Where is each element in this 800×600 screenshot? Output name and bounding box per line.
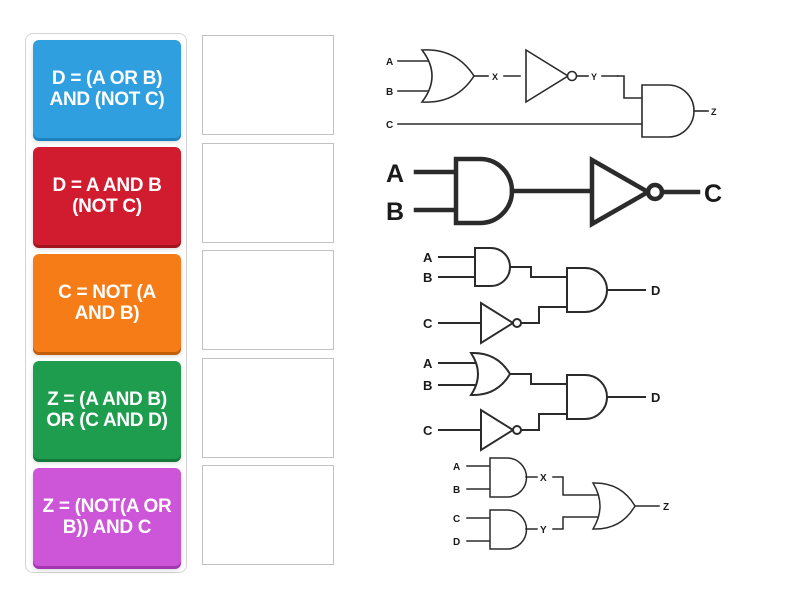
circuit-4-label-a: A (423, 356, 433, 371)
circuit-5-label-y: Y (540, 525, 547, 536)
circuit-2-label-a: A (386, 160, 404, 188)
drop-zone-5[interactable] (202, 465, 334, 565)
circuit-1-label-b: B (386, 87, 393, 98)
circuit-diagram-4: A B C D (415, 350, 705, 453)
circuit-1-label-z: Z (711, 107, 717, 117)
drop-zone-4[interactable] (202, 357, 334, 458)
circuit-5-label-b: B (453, 485, 460, 496)
circuit-3-label-b: B (423, 270, 432, 285)
logic-circuit-diagrams-panel: A B C X Y Z A B (355, 0, 800, 600)
circuit-1-label-c: C (386, 120, 393, 131)
circuit-diagram-2: A B C (380, 152, 740, 252)
circuit-diagram-1: A B C X Y Z (380, 36, 720, 146)
circuit-2-label-c: C (704, 180, 722, 208)
circuit-diagram-5: A B C D X Y Z (445, 455, 715, 558)
circuit-5-label-d: D (453, 537, 460, 548)
circuit-5-label-x: X (540, 473, 547, 484)
expression-tile-3[interactable]: C = NOT (A AND B) (33, 254, 181, 352)
circuit-4-label-d: D (651, 390, 660, 405)
circuit-5-label-a: A (453, 462, 460, 473)
drop-zone-3[interactable] (202, 250, 334, 350)
drop-zone-1[interactable] (202, 35, 334, 135)
circuit-4-label-c: C (423, 423, 433, 438)
circuit-3-label-d: D (651, 283, 660, 298)
circuit-2-label-b: B (386, 198, 404, 226)
expression-tile-1[interactable]: D = (A OR B) AND (NOT C) (33, 40, 181, 138)
drop-zone-2[interactable] (202, 142, 334, 243)
boolean-expression-tiles-panel: D = (A OR B) AND (NOT C) D = A AND B (NO… (25, 33, 187, 573)
circuit-5-label-c: C (453, 514, 460, 525)
circuit-5-label-z: Z (663, 502, 669, 513)
circuit-1-label-y: Y (591, 72, 597, 82)
circuit-4-label-b: B (423, 378, 432, 393)
circuit-3-label-a: A (423, 250, 433, 265)
circuit-3-label-c: C (423, 316, 433, 331)
expression-tile-5[interactable]: Z = (NOT(A OR B)) AND C (33, 468, 181, 566)
answer-drop-zones-panel (202, 35, 334, 565)
expression-tile-2[interactable]: D = A AND B (NOT C) (33, 147, 181, 245)
expression-tile-4[interactable]: Z = (A AND B) OR (C AND D) (33, 361, 181, 459)
circuit-1-label-x: X (492, 72, 498, 82)
circuit-1-label-a: A (386, 57, 393, 68)
circuit-diagram-3: A B C D (415, 245, 705, 345)
